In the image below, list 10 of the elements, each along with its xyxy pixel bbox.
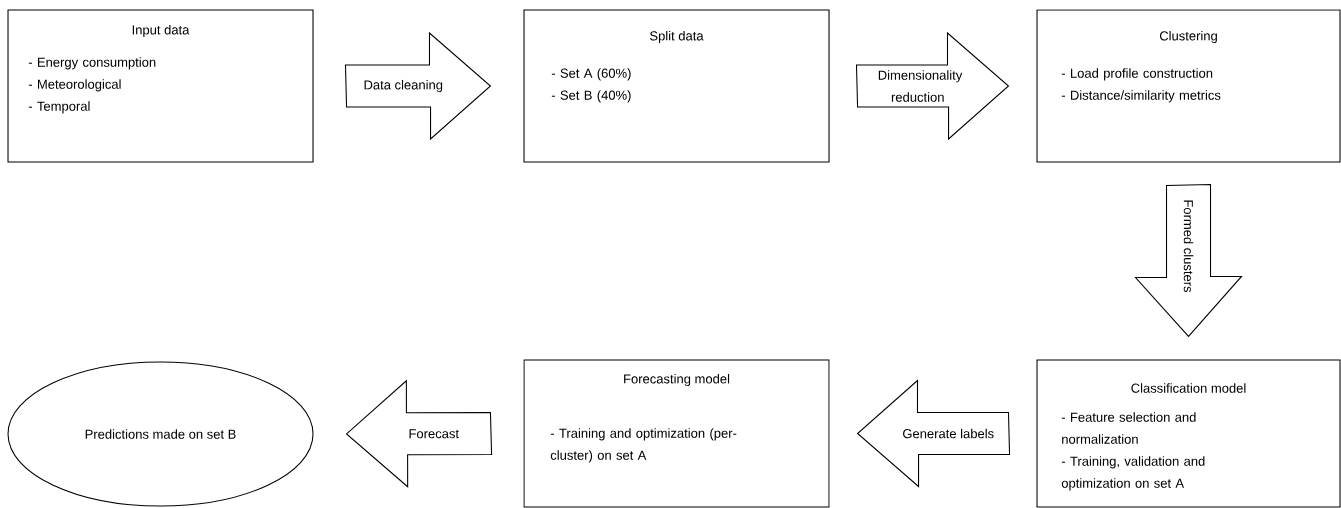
edge-label: Dimensionality reduction [876,68,963,104]
process-box: Input data - Energy consumption - Meteorological - Temporal [7,9,314,163]
block-arrow [345,379,493,488]
ellipse-node: Predictions made on set B [7,361,314,507]
edge-label: Generate labels [901,427,996,440]
process-box: Split data - Set A (60%) - Set B (40%) [523,9,830,163]
process-box: Forecasting model - Training and optimization (per-cluster) on set A [523,359,830,508]
edge-label: Formed clusters [1182,198,1195,294]
process-box: Classification model - Feature selection and normalization - Training, validation and optimization on set A [1036,359,1341,508]
process-box: Clustering - Load profile construction - Distance/similarity metrics [1036,9,1341,163]
